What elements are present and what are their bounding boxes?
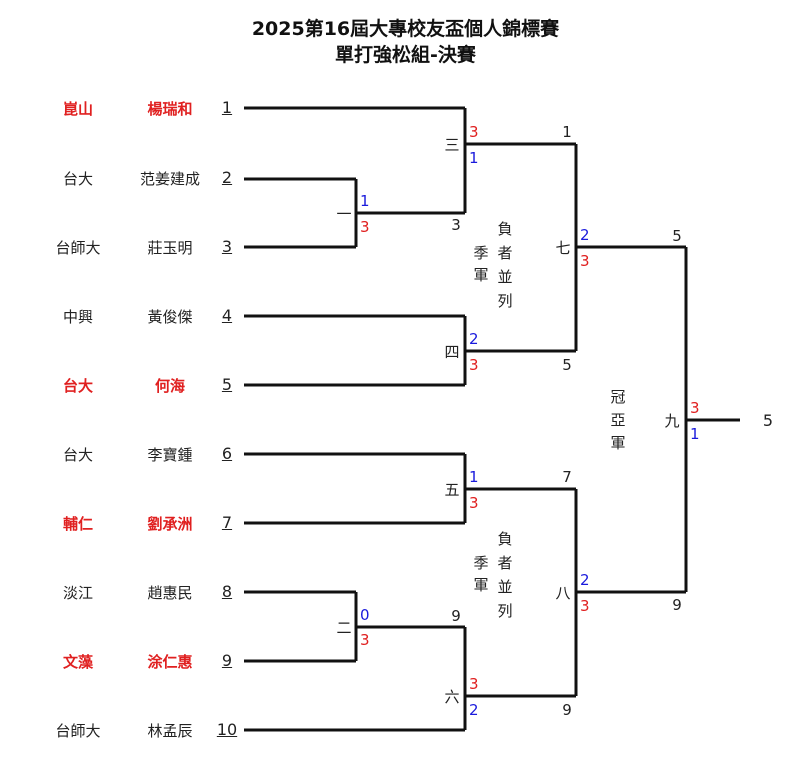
- final-note: 亞: [610, 411, 625, 429]
- seed-number: 4: [221, 306, 233, 325]
- advancing-seed: 9: [451, 607, 461, 625]
- player-name: 范姜建成: [139, 170, 200, 188]
- advancing-seed: 7: [562, 468, 572, 486]
- score-top: 1: [469, 468, 479, 486]
- tournament-title: 2025第16屆大專校友盃個人錦標賽: [251, 18, 560, 40]
- seed-number: 7: [221, 513, 233, 532]
- player-name: 何海: [154, 377, 185, 395]
- player-name: 黃俊傑: [147, 308, 193, 326]
- advancing-seed: 9: [672, 596, 682, 614]
- score-bottom: 3: [469, 356, 479, 374]
- match-label: 一: [336, 205, 351, 223]
- score-bottom: 3: [469, 494, 479, 512]
- bracket-labels: 一 二 三 四 五 六 七 八 九 1 3 0 3 3 1 2 3 1 3 3 …: [336, 123, 773, 719]
- player-name: 楊瑞和: [147, 100, 193, 118]
- score-bottom: 3: [360, 631, 370, 649]
- seed-number: 9: [221, 651, 233, 670]
- match-label: 九: [664, 412, 679, 430]
- player-name: 莊玉明: [147, 239, 193, 257]
- loser-tied-note: 者: [497, 554, 512, 572]
- match-label: 八: [555, 584, 570, 602]
- match-label: 四: [444, 343, 459, 361]
- player-name: 涂仁惠: [147, 653, 193, 671]
- final-note: 冠: [610, 388, 625, 406]
- score-top: 1: [360, 192, 370, 210]
- score-bottom: 3: [580, 597, 590, 615]
- advancing-seed: 5: [672, 227, 682, 245]
- third-place-note: 季: [473, 244, 488, 262]
- seed-number: 5: [221, 375, 233, 394]
- seed-number: 8: [221, 582, 233, 601]
- school-name: 台大: [62, 377, 93, 395]
- score-top: 2: [580, 226, 590, 244]
- bracket-lines: [244, 106, 740, 732]
- match-label: 二: [336, 619, 351, 637]
- score-bottom: 3: [580, 252, 590, 270]
- school-name: 中興: [62, 308, 93, 326]
- score-top: 2: [469, 330, 479, 348]
- advancing-seed: 5: [562, 356, 572, 374]
- school-name: 台大: [62, 446, 93, 464]
- school-name: 台師大: [55, 239, 101, 257]
- third-place-note: 軍: [473, 576, 488, 594]
- loser-tied-note: 列: [497, 602, 512, 620]
- third-place-note: 軍: [473, 266, 488, 284]
- loser-tied-note: 列: [497, 292, 512, 310]
- loser-tied-note: 者: [497, 244, 512, 262]
- champion-seed: 5: [763, 411, 773, 430]
- school-name: 崑山: [62, 100, 93, 118]
- score-bottom: 1: [690, 425, 700, 443]
- advancing-seed: 1: [562, 123, 572, 141]
- seed-number: 6: [221, 444, 233, 463]
- bracket-subtitle: 單打強松組-決賽: [335, 44, 476, 66]
- seed-number: 3: [221, 237, 233, 256]
- score-top: 3: [690, 399, 700, 417]
- advancing-seed: 3: [451, 216, 461, 234]
- school-name: 文藻: [62, 653, 93, 671]
- match-label: 三: [444, 136, 459, 154]
- school-name: 台大: [62, 170, 93, 188]
- score-top: 0: [360, 606, 370, 624]
- school-name: 輔仁: [62, 515, 93, 533]
- score-top: 2: [580, 571, 590, 589]
- score-top: 3: [469, 675, 479, 693]
- player-name: 李寶鍾: [147, 446, 193, 464]
- loser-tied-note: 負: [497, 220, 512, 238]
- loser-tied-note: 負: [497, 530, 512, 548]
- school-name: 淡江: [62, 584, 93, 602]
- score-bottom: 3: [360, 218, 370, 236]
- final-note: 軍: [610, 434, 625, 452]
- school-name: 台師大: [55, 722, 101, 740]
- loser-tied-note: 並: [497, 578, 512, 596]
- seed-number: 2: [221, 168, 233, 187]
- advancing-seed: 9: [562, 701, 572, 719]
- player-name: 趙惠民: [147, 584, 193, 602]
- score-bottom: 1: [469, 149, 479, 167]
- player-name: 林孟辰: [147, 722, 193, 740]
- player-name: 劉承洲: [147, 515, 193, 533]
- seed-number: 10: [216, 720, 238, 739]
- loser-tied-note: 並: [497, 268, 512, 286]
- seed-number: 1: [221, 98, 233, 117]
- match-label: 六: [444, 688, 459, 706]
- score-top: 3: [469, 123, 479, 141]
- third-place-note: 季: [473, 554, 488, 572]
- score-bottom: 2: [469, 701, 479, 719]
- match-label: 七: [555, 239, 570, 257]
- match-label: 五: [444, 481, 459, 499]
